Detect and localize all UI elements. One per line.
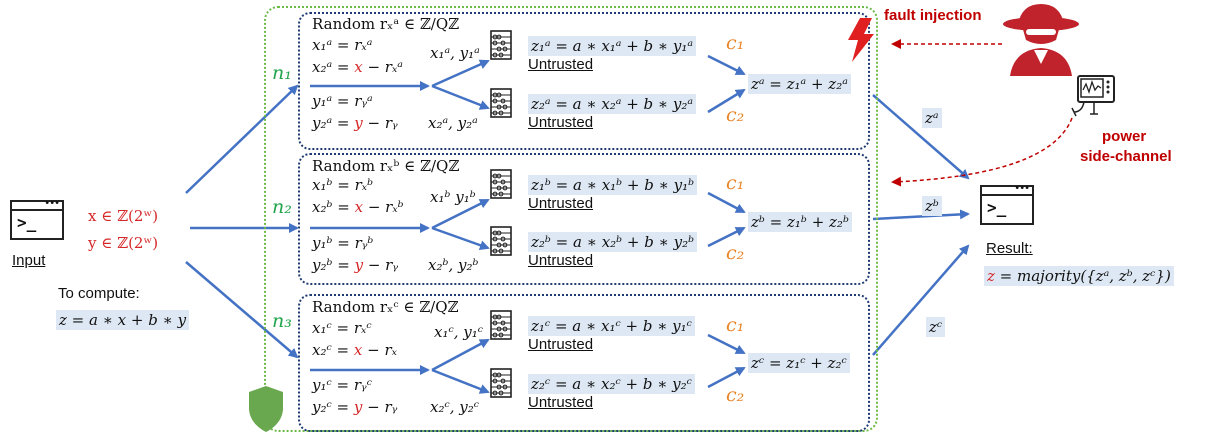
untrusted-label: Untrusted (528, 195, 594, 212)
output-zc: zᶜ (926, 317, 946, 337)
result-terminal-icon: •••>_ (980, 183, 1034, 225)
x2-b: x₂ᵇ = x − rₓᵇ (312, 198, 404, 216)
random-b: Random rₓᵇ ∈ ℤ/Qℤ (312, 157, 460, 175)
y1-c: y₁ᶜ = rᵧᶜ (312, 376, 372, 394)
channel-c1: c₁ (726, 32, 745, 54)
x1-a: x₁ᵃ = rₓᵃ (312, 36, 373, 54)
compute-title: To compute: (58, 285, 140, 302)
arrow-input-n3 (185, 261, 299, 359)
untrusted-label: Untrusted (528, 336, 594, 353)
output-zb: zᵇ (922, 196, 942, 216)
sum-equation: zᵇ = z₁ᵇ + z₂ᵇ (748, 212, 852, 232)
abacus-icon (490, 88, 512, 118)
hacker-icon (1003, 4, 1079, 76)
abacus-icon (490, 310, 512, 340)
compute-expression: z = a ∗ x + b ∗ y (56, 310, 190, 330)
pair-bottom-b: x₂ᵇ, y₂ᵇ (428, 256, 479, 274)
compute-equation: z₂ᵇ = a ∗ x₂ᵇ + b ∗ y₂ᵇ (528, 232, 698, 252)
input-label: Input (12, 252, 46, 269)
compute-equation: z₂ᵃ = a ∗ x₂ᵃ + b ∗ y₂ᵃ (528, 94, 696, 114)
y2-a: y₂ᵃ = y − rᵧ (312, 114, 398, 132)
x2-a: x₂ᵃ = x − rₓᵃ (312, 58, 403, 76)
abacus-icon (490, 368, 512, 398)
random-a: Random rₓᵃ ∈ ℤ/Qℤ (312, 15, 460, 33)
node-n3: n₃ (272, 310, 292, 332)
untrusted-label: Untrusted (528, 56, 594, 73)
compute-equation: z₁ᵃ = a ∗ x₁ᵃ + b ∗ y₁ᵃ (528, 36, 696, 56)
pair-top-c: x₁ᶜ, y₁ᶜ (434, 323, 484, 341)
pair-bottom-a: x₂ᵃ, y₂ᵃ (428, 114, 478, 132)
compute-equation: z₁ᶜ = a ∗ x₁ᶜ + b ∗ y₁ᶜ (528, 316, 695, 336)
compute-equation: z₂ᶜ = a ∗ x₂ᶜ + b ∗ y₂ᶜ (528, 374, 695, 394)
y2-b: y₂ᵇ = y − rᵧ (312, 256, 398, 274)
node-n1: n₁ (272, 62, 292, 84)
abacus-icon (490, 169, 512, 199)
side-channel-arrow (891, 117, 1073, 187)
lightning-icon (848, 18, 874, 62)
result-expression: z = majority({zᵃ, zᵇ, zᶜ}) (984, 266, 1174, 286)
channel-c2: c₂ (726, 242, 745, 264)
channel-c1: c₁ (726, 314, 745, 336)
y2-c: y₂ᶜ = y − rᵧ (312, 398, 398, 416)
sum-equation: zᶜ = z₁ᶜ + z₂ᶜ (748, 353, 850, 373)
pair-top-a: x₁ᵃ, y₁ᵃ (430, 44, 480, 62)
untrusted-label: Untrusted (528, 114, 594, 131)
arrow-input-n1 (185, 84, 299, 194)
untrusted-label: Untrusted (528, 252, 594, 269)
pair-bottom-c: x₂ᶜ, y₂ᶜ (430, 398, 480, 416)
x2-c: x₂ᶜ = x − rₓ (312, 341, 397, 359)
branch-panel-c (298, 294, 870, 432)
y1-a: y₁ᵃ = rᵧᵃ (312, 92, 373, 110)
channel-c1: c₁ (726, 172, 745, 194)
shield-icon (249, 386, 283, 432)
x1-b: x₁ᵇ = rₓᵇ (312, 176, 374, 194)
x1-c: x₁ᶜ = rₓᶜ (312, 319, 372, 337)
fault-injection-label: fault injection (884, 7, 982, 24)
result-label: Result: (986, 240, 1033, 257)
branch-panel-b (298, 153, 870, 285)
y1-b: y₁ᵇ = rᵧᵇ (312, 234, 374, 252)
y-domain: y ∈ ℤ(2ʷ) (88, 234, 159, 252)
branch-panel-a (298, 12, 870, 150)
input-terminal-icon: •••>_ (10, 198, 64, 240)
abacus-icon (490, 226, 512, 256)
output-za: zᵃ (922, 108, 942, 128)
sum-equation: zᵃ = z₁ᵃ + z₂ᵃ (748, 74, 851, 94)
power-label: power (1102, 128, 1147, 145)
channel-c2: c₂ (726, 384, 745, 406)
compute-equation: z₁ᵇ = a ∗ x₁ᵇ + b ∗ y₁ᵇ (528, 175, 698, 195)
untrusted-label: Untrusted (528, 394, 594, 411)
side-channel-label: side-channel (1080, 148, 1172, 165)
abacus-icon (490, 30, 512, 60)
node-n2: n₂ (272, 196, 292, 218)
random-c: Random rₓᶜ ∈ ℤ/Qℤ (312, 298, 459, 316)
oscilloscope-icon (1071, 75, 1115, 117)
pair-top-b: x₁ᵇ y₁ᵇ (430, 188, 476, 206)
channel-c2: c₂ (726, 104, 745, 126)
x-domain: x ∈ ℤ(2ʷ) (88, 207, 159, 225)
